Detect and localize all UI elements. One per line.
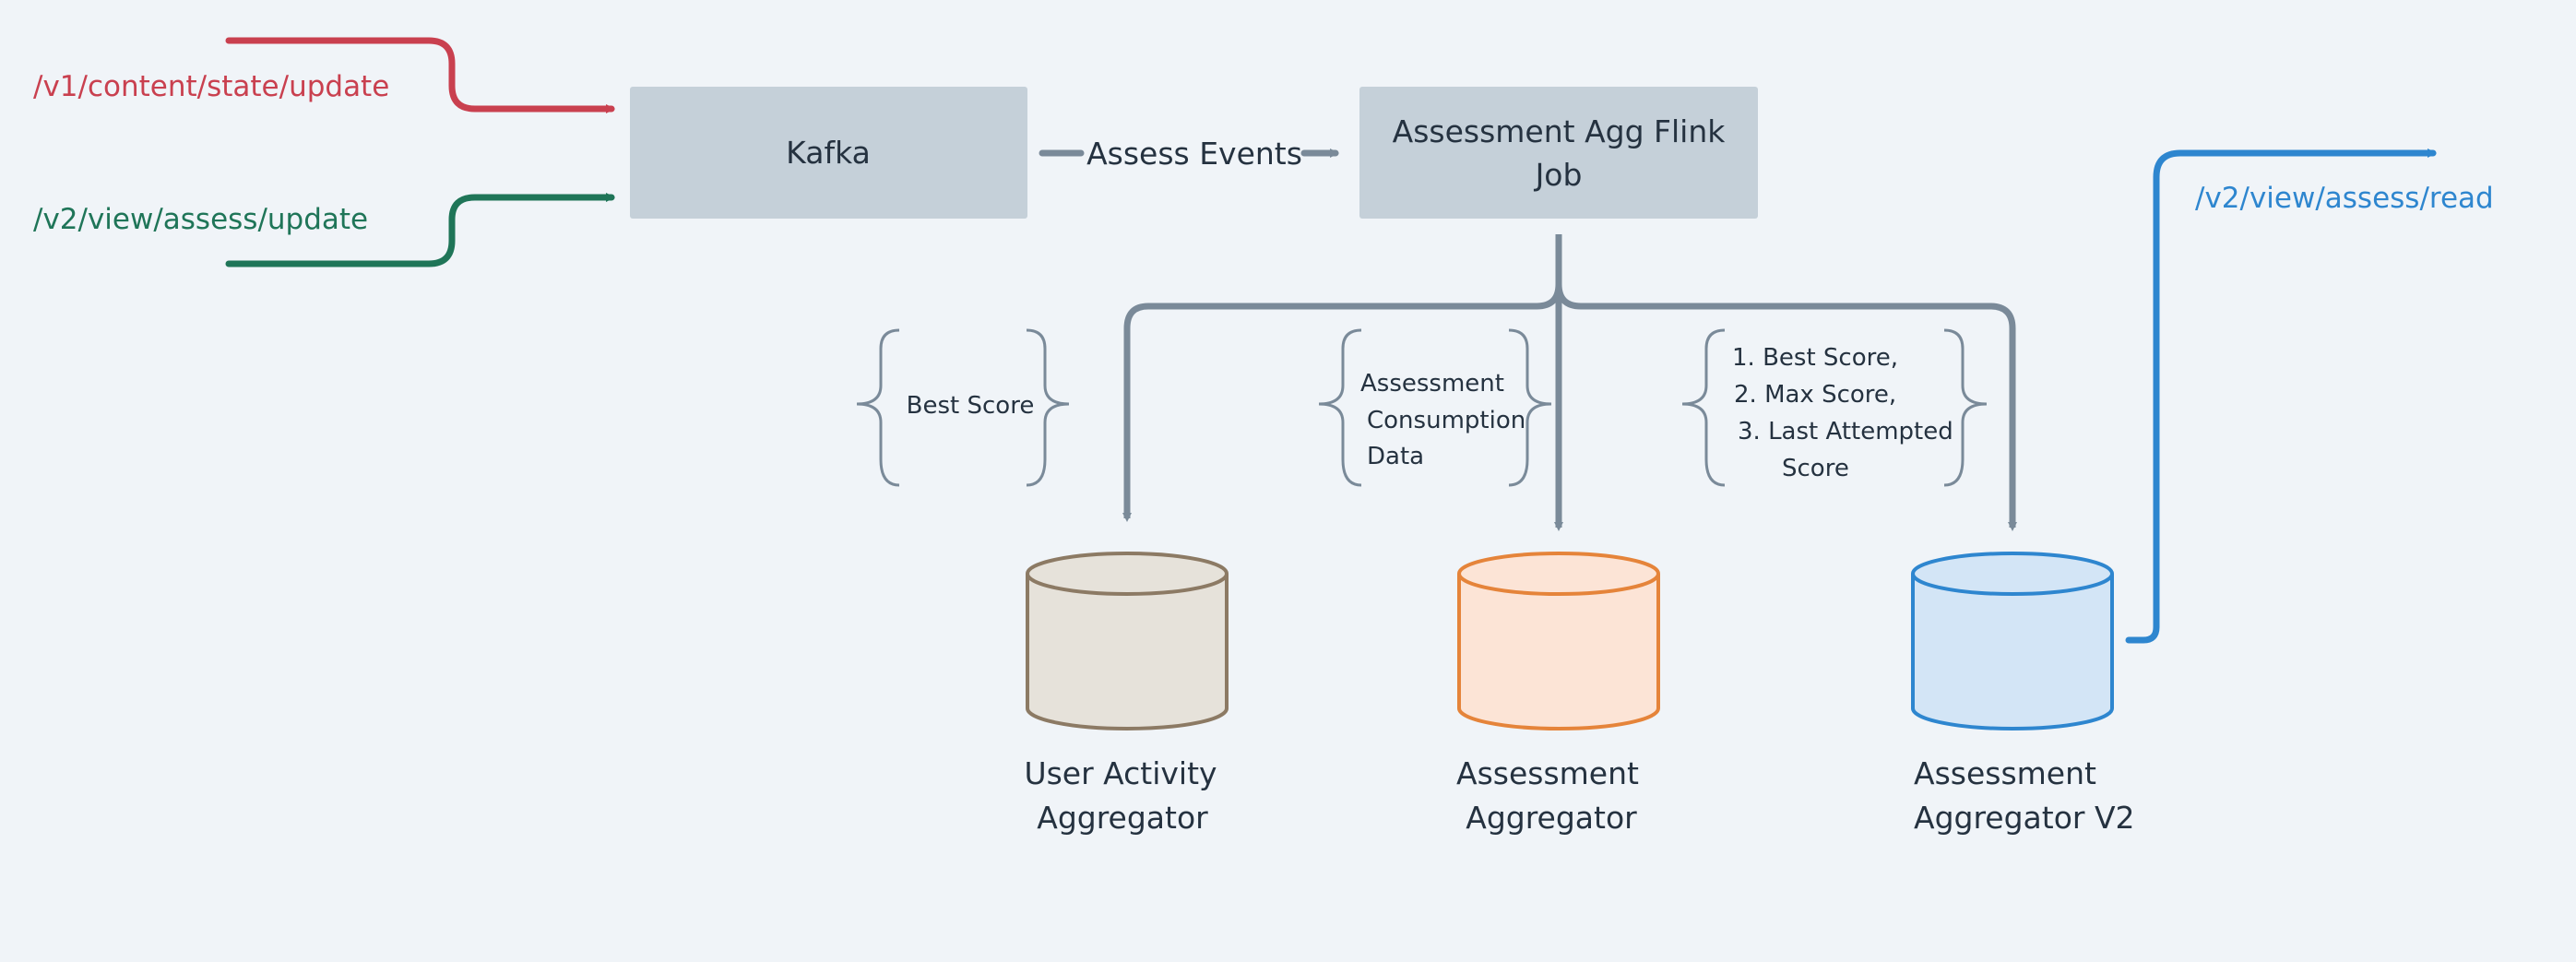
assess-read-arrow: [2125, 148, 2437, 644]
flink-job-label-line1: Assessment Agg Flink: [1393, 113, 1727, 149]
consumption-annotation-line1: Assessment: [1360, 370, 1504, 398]
flink-to-assessment-v2-arrow: [1555, 283, 2017, 531]
assessment-v2-db-label-line2: Aggregator V2: [1914, 800, 2135, 836]
assess-events-label: Assess Events: [1086, 136, 1302, 172]
flink-job-label-line2: Job: [1534, 157, 1583, 193]
flink-to-user-activity-arrow: [1122, 283, 1562, 522]
v2-fields-item4: Score: [1782, 455, 1849, 482]
consumption-annotation-line2: Consumption: [1367, 407, 1525, 434]
user-activity-db-label-line2: Aggregator: [1037, 800, 1208, 836]
assess-update-arrow: [225, 193, 615, 267]
content-update-arrow: [225, 37, 615, 113]
consumption-brace: [1318, 328, 1552, 487]
content-update-label: /v1/content/state/update: [33, 70, 389, 103]
user-activity-db-label-line1: User Activity: [1024, 755, 1217, 791]
kafka-box: [630, 87, 1027, 219]
assessment-v2-db-label-line1: Assessment: [1914, 755, 2096, 791]
kafka-label: Kafka: [786, 135, 871, 171]
assessment-v2-db-icon: [1911, 552, 2114, 730]
v2-fields-item1: 1. Best Score,: [1732, 344, 1898, 372]
assessment-db-label-line2: Aggregator: [1466, 800, 1637, 836]
assess-read-label: /v2/view/assess/read: [2195, 182, 2494, 215]
assessment-db-label-line1: Assessment: [1456, 755, 1639, 791]
v2-fields-item2: 2. Max Score,: [1734, 381, 1896, 409]
v2-fields-brace: [1681, 328, 1988, 487]
best-score-brace: [856, 328, 1070, 487]
assessment-db-icon: [1457, 552, 1660, 730]
best-score-annotation: Best Score: [907, 392, 1035, 420]
consumption-annotation-line3: Data: [1367, 443, 1424, 470]
flink-job-box: [1359, 87, 1758, 219]
user-activity-db-icon: [1026, 552, 1229, 730]
assess-update-label: /v2/view/assess/update: [33, 203, 368, 236]
v2-fields-item3: 3. Last Attempted: [1738, 418, 1953, 445]
